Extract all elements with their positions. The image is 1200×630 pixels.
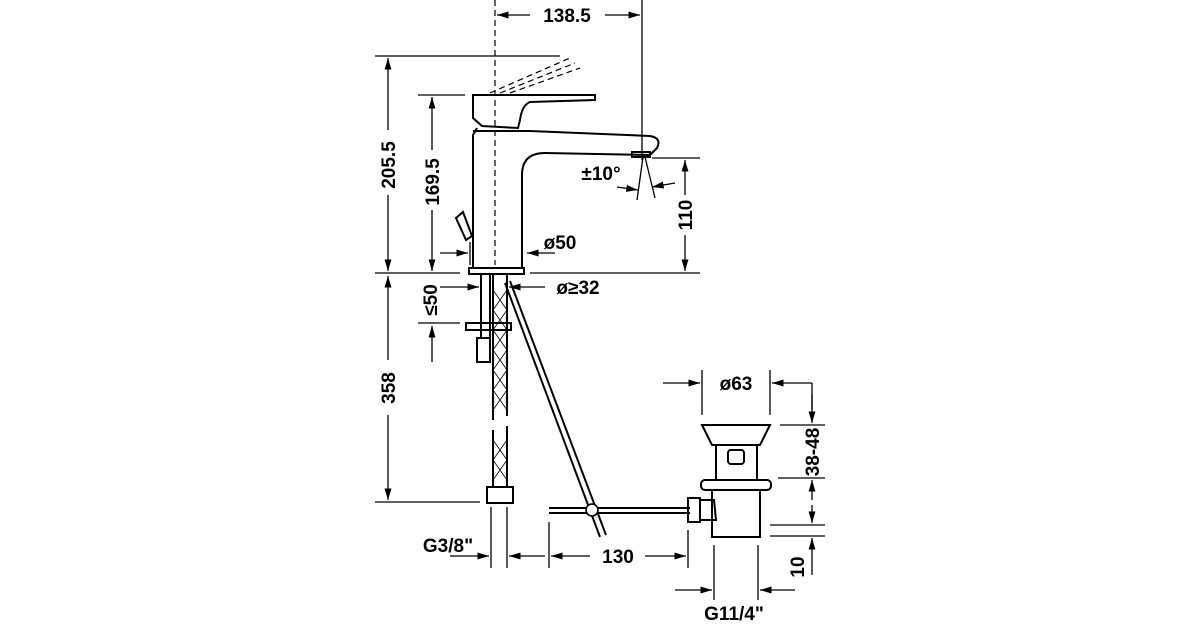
dim-hose-thread: G3/8": [423, 536, 473, 557]
dim-total-height: 169.5: [423, 158, 444, 206]
dimension-lines: [375, 0, 825, 600]
dim-lever-open-height: 205.5: [379, 141, 400, 189]
dim-swivel-angle: ±10°: [581, 164, 620, 185]
dim-waste-thread: G11/4": [704, 604, 764, 625]
dim-waste-height: 38-48: [803, 428, 824, 477]
dim-spout-height: 110: [676, 200, 697, 231]
dim-rod-length: 130: [602, 547, 634, 568]
pop-up-waste: [700, 424, 772, 538]
dim-body-diameter: ø50: [544, 233, 577, 254]
dim-waste-diameter: ø63: [720, 374, 753, 395]
hose-assembly: [465, 274, 514, 504]
dim-waste-thread-length: 10: [788, 556, 809, 577]
dim-tap-hole: ø≥32: [556, 278, 599, 299]
faucet-body: [454, 0, 660, 275]
dim-hose-length: 358: [379, 372, 400, 404]
dim-spout-reach: 138.5: [543, 6, 591, 27]
popup-rod: [504, 280, 701, 538]
dim-max-thickness: ≤50: [421, 284, 442, 316]
